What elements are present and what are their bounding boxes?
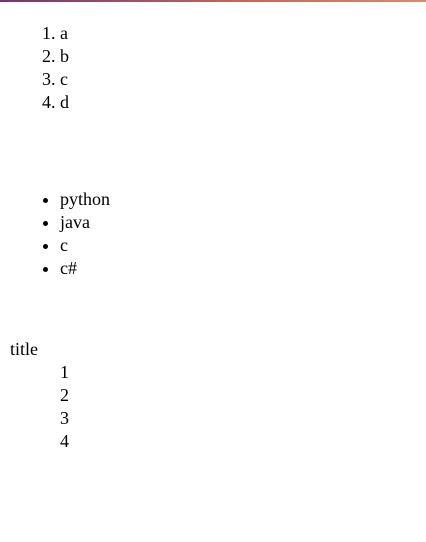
unordered-list-item: c: [60, 234, 416, 257]
definition-list-item: 2: [60, 385, 69, 405]
spacer: [10, 114, 416, 178]
ordered-list-item: d: [60, 91, 416, 114]
unordered-list-item: java: [60, 211, 416, 234]
definition-list-title: title: [10, 339, 38, 359]
definition-list-item: 4: [60, 431, 69, 451]
definition-list: title 1 2 3 4: [10, 338, 416, 453]
unordered-list-item: c#: [60, 257, 416, 280]
ordered-list-item: a: [60, 22, 416, 45]
browser-top-border: [0, 0, 426, 2]
ordered-list: a b c d: [10, 22, 416, 114]
ordered-list-item: c: [60, 68, 416, 91]
ordered-list-item: b: [60, 45, 416, 68]
page-content: a b c d python java c c# title 1 2 3 4: [10, 12, 416, 453]
unordered-list: python java c c#: [10, 188, 416, 280]
definition-list-item: 3: [60, 408, 69, 428]
definition-list-item: 1: [60, 362, 69, 382]
spacer: [10, 280, 416, 338]
unordered-list-item: python: [60, 188, 416, 211]
